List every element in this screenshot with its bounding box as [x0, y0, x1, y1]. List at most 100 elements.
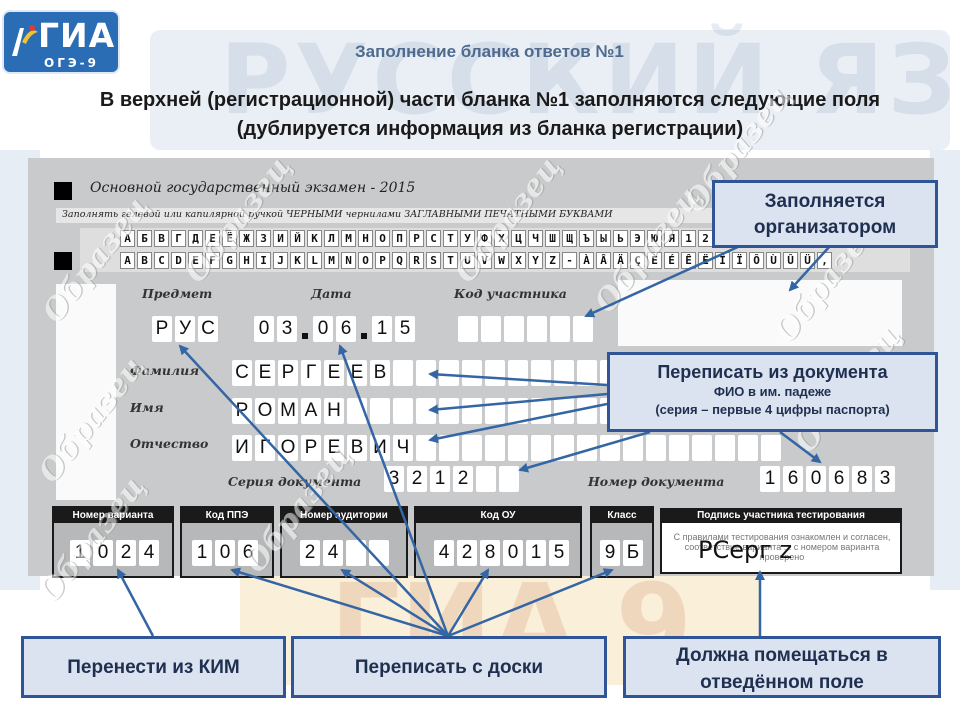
surname-cell: В [370, 360, 390, 386]
sample-letter: Б [137, 230, 152, 247]
sample-letter: A [120, 252, 135, 269]
name-cell [531, 398, 551, 424]
participant-code-cell [504, 316, 524, 342]
label-date: Дата [311, 286, 352, 301]
name-cell [554, 398, 574, 424]
slide-subtitle: В верхней (регистрационной) части бланка… [40, 86, 940, 144]
label-subject: Предмет [142, 286, 213, 301]
name-cell [370, 398, 390, 424]
callout-kim: Перенести из КИМ [21, 636, 286, 698]
sample-letter: S [426, 252, 441, 269]
label-patronymic: Отчество [130, 436, 209, 451]
callout-organizer: Заполняется организатором [712, 180, 938, 248]
auditorium-cell: 2 [300, 540, 320, 566]
surname-cell [531, 360, 551, 386]
patronymic-cell [646, 435, 666, 461]
participant-code-cell [481, 316, 501, 342]
sample-letter: X [511, 252, 526, 269]
sample-letter: Ï [732, 252, 747, 269]
patronymic-cell: И [232, 435, 252, 461]
ppe-cell: 1 [192, 540, 212, 566]
sample-letter: T [443, 252, 458, 269]
sample-letter: Л [324, 230, 339, 247]
sample-letter: О [375, 230, 390, 247]
patronymic-cell [462, 435, 482, 461]
sample-letter: Z [545, 252, 560, 269]
date-separator [359, 316, 369, 342]
doc-number-cell: 1 [760, 466, 780, 492]
callout-document-line-3: (серия – первые 4 цифры паспорта) [655, 402, 890, 417]
ou-cell: 1 [526, 540, 546, 566]
slide-title: Заполнение бланка ответов №1 [355, 42, 624, 61]
callout-board: Переписать с доски [291, 636, 607, 698]
sample-letter: À [579, 252, 594, 269]
date-cell: 5 [395, 316, 415, 342]
ou-cell: 8 [480, 540, 500, 566]
surname-cell: Е [255, 360, 275, 386]
ou-cell: 4 [434, 540, 454, 566]
variant-header: Номер варианта [52, 508, 174, 523]
gia-logo: ГИА ОГЭ-9 [2, 10, 120, 74]
patronymic-cell: И [370, 435, 390, 461]
name-cell: А [301, 398, 321, 424]
sample-letter: Ê [681, 252, 696, 269]
sample-letter: И [273, 230, 288, 247]
form-heading: Основной государственный экзамен - 2015 [90, 180, 416, 196]
subject-cell: С [198, 316, 218, 342]
doc-number-cell: 0 [806, 466, 826, 492]
patronymic-cell [715, 435, 735, 461]
patronymic-cell [508, 435, 528, 461]
logo-subtext: ОГЭ-9 [44, 56, 99, 70]
form-marker-square [54, 182, 72, 200]
name-cell [577, 398, 597, 424]
sample-letter: H [239, 252, 254, 269]
logo-emblem-icon [12, 25, 38, 56]
patronymic-cell: О [278, 435, 298, 461]
sample-letter: F [205, 252, 220, 269]
sample-letter: K [290, 252, 305, 269]
name-cell: О [255, 398, 275, 424]
sample-letter: Ф [477, 230, 492, 247]
sample-letter: L [307, 252, 322, 269]
subtitle-line-1: В верхней (регистрационной) части бланка… [99, 89, 881, 111]
surname-cell [485, 360, 505, 386]
doc-number-cell: 3 [875, 466, 895, 492]
date-separator [300, 316, 310, 342]
label-name: Имя [130, 400, 164, 415]
sample-letter: Q [392, 252, 407, 269]
ou-cell: 2 [457, 540, 477, 566]
signature-header: Подпись участника тестирования [662, 508, 900, 523]
doc-series-cell: 2 [407, 466, 427, 492]
sample-letter: Ъ [579, 230, 594, 247]
surname-cell [393, 360, 413, 386]
surname-cell: Е [324, 360, 344, 386]
doc-number-cell: 6 [783, 466, 803, 492]
name-cell [485, 398, 505, 424]
sample-letter: P [375, 252, 390, 269]
sample-letter: В [154, 230, 169, 247]
signature-value: PCepг z [698, 536, 793, 564]
sample-letter: D [171, 252, 186, 269]
date-cell: 0 [254, 316, 274, 342]
label-participant-code: Код участника [454, 286, 567, 301]
sample-letter: П [392, 230, 407, 247]
label-doc-number: Номер документа [588, 474, 725, 489]
patronymic-cell [669, 435, 689, 461]
auditorium-cell [346, 540, 366, 566]
logo-text: ГИА [38, 16, 116, 55]
surname-cell: Е [347, 360, 367, 386]
surname-cell: Р [278, 360, 298, 386]
name-cell: М [278, 398, 298, 424]
sample-letter: W [494, 252, 509, 269]
sample-letter: Û [783, 252, 798, 269]
sample-letter: С [426, 230, 441, 247]
sample-letter: N [341, 252, 356, 269]
surname-cell: С [232, 360, 252, 386]
variant-cell: 1 [70, 540, 90, 566]
name-cell [462, 398, 482, 424]
